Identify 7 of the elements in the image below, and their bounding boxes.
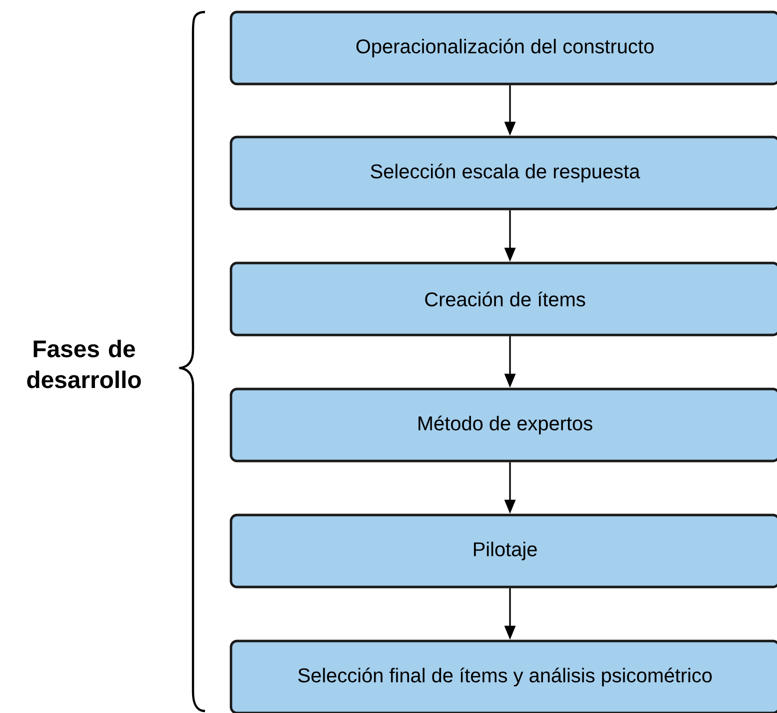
process-box: Creación de ítems <box>230 262 777 336</box>
process-box: Pilotaje <box>230 514 777 588</box>
process-box: Selección escala de respuesta <box>230 136 777 210</box>
process-box: Método de expertos <box>230 388 777 462</box>
process-box: Selección final de ítems y análisis psicométrico <box>230 640 777 713</box>
process-box: Operacionalización del constructo <box>230 10 777 86</box>
side-label: Fases de desarrollo <box>27 340 141 388</box>
